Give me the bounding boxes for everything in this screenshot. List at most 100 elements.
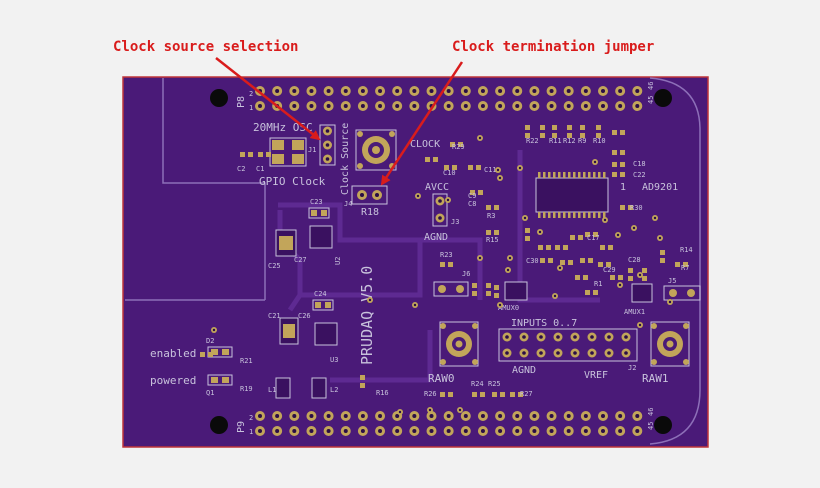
passive-pad xyxy=(525,125,530,130)
ic-pin xyxy=(548,212,551,218)
header-top-label: P8 xyxy=(236,96,247,108)
r25-label: R25 xyxy=(488,380,501,388)
passive-pad xyxy=(518,392,523,397)
passive-pad xyxy=(585,232,590,237)
mounting-hole xyxy=(210,416,228,434)
passive-pad xyxy=(608,245,613,250)
j3-outline xyxy=(432,193,448,227)
passive-pad xyxy=(360,383,365,388)
arrow-clock-source xyxy=(215,57,321,141)
header-bottom-label: P9 xyxy=(236,421,247,433)
passive-pad xyxy=(580,258,585,263)
ic-pin xyxy=(588,172,591,178)
passive-pad xyxy=(618,275,623,280)
c2-label: C2 xyxy=(237,165,245,173)
header-bottom-pin45: 45 xyxy=(647,422,655,430)
passive-components xyxy=(200,125,688,397)
ic-pin xyxy=(598,212,601,218)
raw0-label: RAW0 xyxy=(428,372,455,385)
passive-pad xyxy=(450,142,455,147)
prudaq-label: PRUDAQ V5.0 xyxy=(358,266,376,365)
passive-pad xyxy=(585,290,590,295)
r15-label: R15 xyxy=(486,236,499,244)
c21-label: C21 xyxy=(268,312,281,320)
ic-pin xyxy=(578,212,581,218)
passive-pad xyxy=(596,125,601,130)
header-top-pin46: 46 xyxy=(647,82,655,90)
passive-pad xyxy=(583,275,588,280)
header-top-pin2: 2 xyxy=(249,90,253,98)
raw1-label: RAW1 xyxy=(642,372,669,385)
amux1-label: AMUX1 xyxy=(624,308,645,316)
c23-cap xyxy=(308,207,330,219)
clock-label: CLOCK xyxy=(410,139,440,150)
r9-label: R9 xyxy=(578,137,586,145)
ic-pin xyxy=(553,212,556,218)
passive-pad xyxy=(620,130,625,135)
passive-pad xyxy=(570,235,575,240)
ad9201-pin1: 1 xyxy=(620,182,626,193)
j5b-outline xyxy=(663,285,701,301)
passive-pad xyxy=(266,152,271,157)
ic-pin xyxy=(558,172,561,178)
passive-pad xyxy=(620,150,625,155)
passive-pad xyxy=(500,392,505,397)
mounting-hole xyxy=(654,89,672,107)
passive-pad xyxy=(458,142,463,147)
r11-label: R11 xyxy=(549,137,562,145)
mounting-hole xyxy=(654,416,672,434)
header-bottom-pin46: 46 xyxy=(647,408,655,416)
l2-inductor xyxy=(311,377,327,399)
passive-pad xyxy=(567,125,572,130)
passive-pad xyxy=(433,157,438,162)
passive-pad xyxy=(486,230,491,235)
passive-pad xyxy=(598,262,603,267)
passive-pad xyxy=(628,205,633,210)
ic-pin xyxy=(573,212,576,218)
c22-label: C22 xyxy=(633,171,646,179)
vias xyxy=(211,135,673,415)
ic-pin xyxy=(568,212,571,218)
pad xyxy=(272,154,284,164)
passive-pad xyxy=(580,133,585,138)
gpio-clock-label: GPIO Clock xyxy=(259,175,326,188)
arrow-termination xyxy=(380,61,464,186)
passive-pad xyxy=(480,392,485,397)
r24-label: R24 xyxy=(471,380,484,388)
passive-pad xyxy=(470,190,475,195)
passive-pad xyxy=(486,291,491,296)
passive-pad xyxy=(494,285,499,290)
passive-pad xyxy=(628,276,633,281)
passive-pad xyxy=(555,245,560,250)
amux0-label: AMUX0 xyxy=(498,304,519,312)
c23-label: C23 xyxy=(310,198,323,206)
ic-pin xyxy=(603,212,606,218)
passive-pad xyxy=(525,228,530,233)
passive-pad xyxy=(580,125,585,130)
powered-led xyxy=(207,374,233,386)
r1-label: R1 xyxy=(594,280,602,288)
r14-label: R14 xyxy=(680,246,693,254)
c28-label: C28 xyxy=(628,256,641,264)
j1-outline xyxy=(319,124,336,166)
r29-label: R29 xyxy=(452,143,465,151)
ic-pin xyxy=(593,172,596,178)
ic-pin xyxy=(603,172,606,178)
c18-label: C18 xyxy=(633,160,646,168)
r7-label: R7 xyxy=(681,264,689,272)
passive-pad xyxy=(472,291,477,296)
ethernet-keepout xyxy=(125,78,266,301)
agnd-label: AGND xyxy=(424,232,448,243)
j4-outline xyxy=(351,185,388,205)
passive-pad xyxy=(546,245,551,250)
inputs-header-outline xyxy=(498,328,638,362)
agnd2-label: AGND xyxy=(512,365,536,376)
c30-label: C30 xyxy=(526,257,539,265)
inputs-label: INPUTS 0..7 xyxy=(511,318,577,329)
l1-inductor xyxy=(275,377,291,399)
ic-pin xyxy=(543,172,546,178)
passive-pad xyxy=(575,275,580,280)
l2-label: L2 xyxy=(330,386,338,394)
passive-pad xyxy=(472,283,477,288)
passive-pad xyxy=(612,172,617,177)
